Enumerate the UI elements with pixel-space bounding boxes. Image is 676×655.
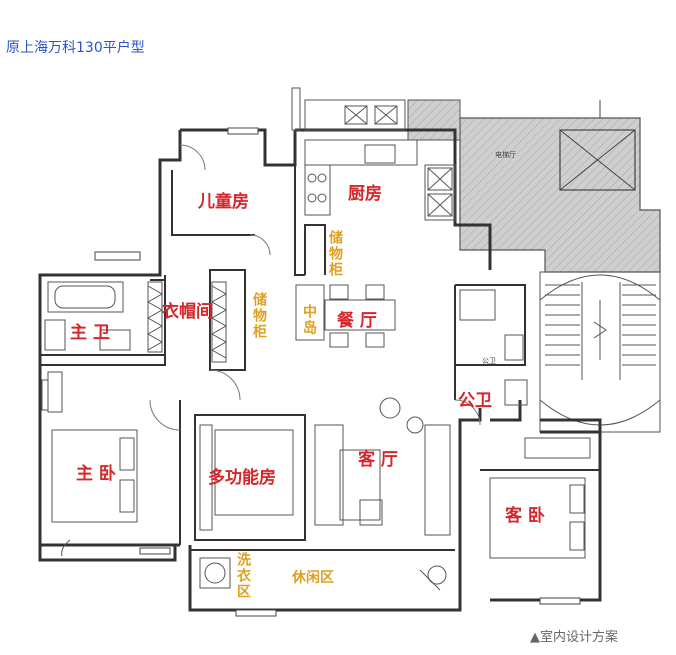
label-dining: 餐 厅 [337, 311, 377, 331]
label-kitchen: 厨房 [348, 184, 382, 204]
dining-set [295, 284, 396, 348]
balcony-top [291, 87, 406, 131]
label-kids-room: 儿童房 [198, 192, 249, 212]
label-leisure: 休闲区 [292, 570, 334, 586]
interior-walls [40, 165, 600, 551]
label-public-bath-small: 公卫 [482, 357, 496, 365]
page-title: 原上海万科130平户型 [6, 40, 145, 56]
label-laundry: 洗衣区 [235, 552, 251, 600]
elevator-core [407, 99, 661, 273]
label-master-bed: 主 卧 [76, 464, 116, 484]
windows [94, 127, 581, 617]
label-island: 中岛 [301, 304, 317, 336]
living-furniture [314, 397, 451, 536]
label-public-bath: 公卫 [458, 391, 492, 411]
master-bed-furniture [41, 371, 138, 557]
label-storage-1: 储物柜 [327, 230, 343, 278]
label-multi-room: 多功能房 [208, 468, 276, 488]
master-bath-fixtures [44, 281, 131, 351]
caption: ▲室内设计方案 [530, 630, 618, 645]
multi-room-furniture [199, 424, 294, 531]
label-guest-bed: 客 卧 [505, 506, 545, 526]
label-storage-2: 储物柜 [251, 292, 267, 340]
label-elevator-hall: 电梯厅 [495, 151, 516, 159]
laundry-fixtures [199, 557, 447, 591]
guest-bed-furniture [489, 437, 591, 559]
door-swings [149, 144, 481, 431]
label-living: 客 厅 [358, 450, 398, 470]
label-master-bath: 主 卫 [70, 323, 110, 343]
kitchen-fixtures [304, 139, 456, 221]
staircase [539, 271, 661, 433]
label-closet: 衣帽间 [162, 302, 213, 322]
public-bath-fixtures [459, 289, 528, 406]
closet-racks [146, 281, 228, 363]
